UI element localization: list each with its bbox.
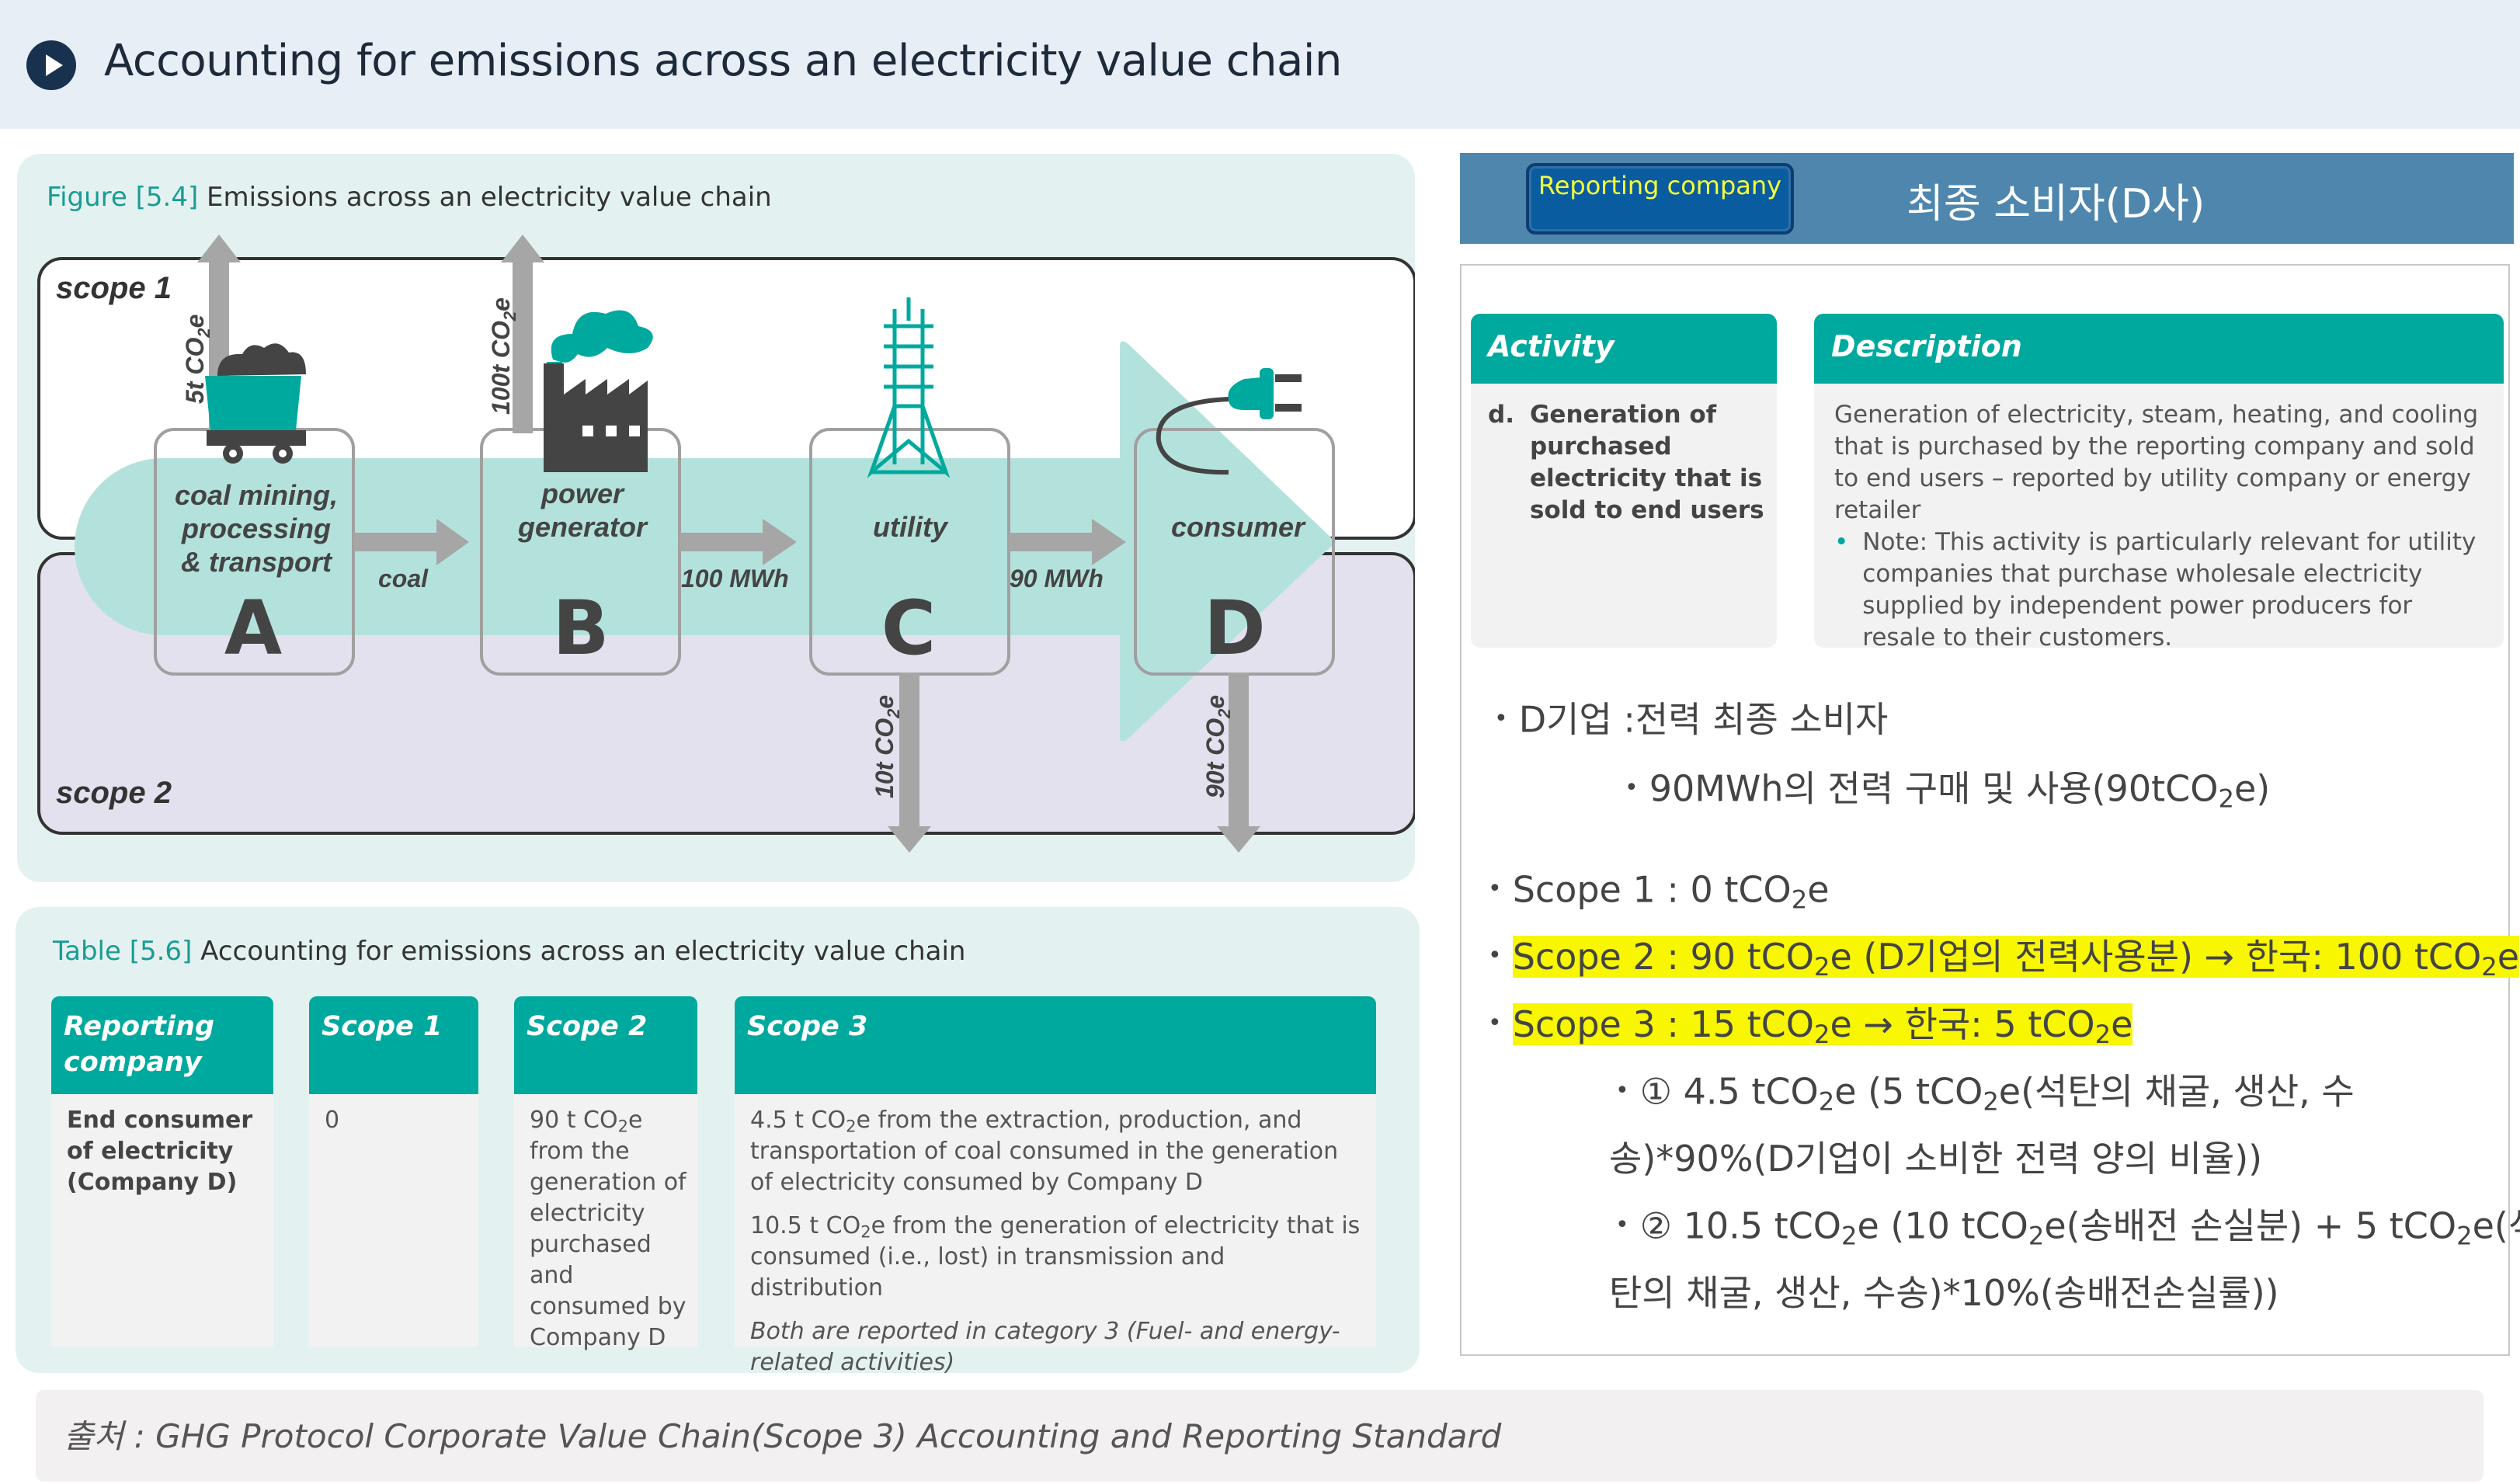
emission-label-d: 90t CO2e <box>1201 695 1234 798</box>
play-circle-icon <box>26 40 76 90</box>
table-cell-scope3: 4.5 t CO2e from the extraction, producti… <box>735 1094 1376 1376</box>
table-header-reporting-company: Reporting company <box>51 996 273 1094</box>
node-b-label-2: generator <box>517 511 648 543</box>
node-a-label-1: coal mining, <box>175 479 338 511</box>
flow-label-100mwh: 100 MWh <box>681 565 789 593</box>
scope3-paragraph-2: 10.5 t CO2e from the generation of elect… <box>750 1212 1361 1302</box>
bullet-scope3: •Scope 3 : 15 tCO2e → 한국: 5 tCO2e <box>1488 1003 2133 1049</box>
table-cell-scope2: 90 t CO2e from the generation of electri… <box>514 1094 697 1351</box>
bullet-icon: • <box>1834 528 1849 556</box>
flow-arrow-c-d <box>1009 519 1126 565</box>
bullet-scope3-item1: •① 4.5 tCO2e (5 tCO2e(석탄의 채굴, 생산, 수 <box>1615 1070 2355 1117</box>
bullet-d-usage: •90MWh의 전력 구매 및 사용(90tCO2e) <box>1625 767 2271 814</box>
emission-label-c: 10t CO2e <box>871 695 903 798</box>
transmission-tower-icon <box>867 297 951 478</box>
activity-item-text: Generation of purchased electricity that… <box>1529 401 1764 524</box>
reporting-company-value: End consumer of electricity (Company D) <box>67 1107 253 1196</box>
activity-item-label: d. <box>1488 401 1514 429</box>
bullet-scope3-item2: •② 10.5 tCO2e (10 tCO2e(송배전 손실분) + 5 tCO… <box>1615 1204 2520 1251</box>
table-header-scope1: Scope 1 <box>309 996 478 1094</box>
scope1-label: scope 1 <box>56 271 172 305</box>
activity-cell: d. Generation of purchased electricity t… <box>1471 384 1777 648</box>
node-a-letter: A <box>224 585 282 672</box>
bullet-scope1: •Scope 1 : 0 tCO2e <box>1488 868 1830 915</box>
page-title: Accounting for emissions across an elect… <box>104 36 1342 86</box>
table-caption-text: Accounting for emissions across an elect… <box>200 936 966 967</box>
node-d-letter: D <box>1204 585 1266 672</box>
description-text: Generation of electricity, steam, heatin… <box>1834 401 2479 524</box>
activity-header: Activity <box>1471 314 1777 384</box>
emission-label-a: 5t CO2e <box>181 315 214 404</box>
flow-label-90mwh: 90 MWh <box>1010 565 1104 593</box>
scope3-note: Both are reported in category 3 (Fuel- a… <box>750 1318 1340 1376</box>
factory-icon <box>544 310 653 472</box>
value-chain-diagram: scope 1 scope 2 <box>37 235 1415 853</box>
table-cell-scope1: 0 <box>309 1094 478 1347</box>
table-caption: Table [5.6] Accounting for emissions acr… <box>53 936 965 967</box>
emission-arrow-d-down <box>1217 672 1260 853</box>
bullet-d-company: •D기업 :전력 최종 소비자 <box>1494 698 1889 741</box>
node-d-label: consumer <box>1171 511 1306 543</box>
node-b-label-1: power <box>540 478 625 509</box>
bullet-scope2: •Scope 2 : 90 tCO2e (D기업의 전력사용분) → 한국: 1… <box>1488 935 2520 982</box>
figure-caption: Figure [5.4] Emissions across an electri… <box>47 182 772 213</box>
node-a-label-3: & transport <box>181 546 333 578</box>
scope2-label: scope 2 <box>56 776 172 810</box>
figure-caption-text: Emissions across an electricity value ch… <box>207 182 772 213</box>
flow-arrow-a-b <box>353 519 469 565</box>
node-b-letter: B <box>552 585 609 672</box>
coal-cart-icon <box>205 343 306 464</box>
source-text: 출처 : GHG Protocol Corporate Value Chain(… <box>64 1417 1502 1455</box>
scope3-paragraph-1: 4.5 t CO2e from the extraction, producti… <box>750 1107 1339 1196</box>
description-header: Description <box>1814 314 2504 384</box>
plug-icon <box>1156 368 1302 475</box>
table-cell-reporting-company: End consumer of electricity (Company D) <box>51 1094 273 1347</box>
reporting-company-title: 최종 소비자(D사) <box>1907 181 2205 228</box>
figure-tag: Figure [5.4] <box>47 182 199 213</box>
flow-arrow-b-c <box>680 519 797 565</box>
source-bar <box>36 1390 2484 1482</box>
table-header-scope3: Scope 3 <box>735 996 1376 1094</box>
bullet-scope3-item1-line2: 송)*90%(D기업이 소비한 전력 양의 비율)) <box>1609 1138 2263 1180</box>
emission-arrow-c-down <box>888 672 931 853</box>
table-tag: Table [5.6] <box>53 936 193 967</box>
flow-label-coal: coal <box>378 565 429 593</box>
table-header-scope2: Scope 2 <box>514 996 697 1094</box>
reporting-company-badge: Reporting company <box>1526 163 1794 235</box>
node-c-label: utility <box>873 511 949 543</box>
node-a-label-2: processing <box>181 513 331 544</box>
scope1-value: 0 <box>325 1107 340 1134</box>
node-c-letter: C <box>881 585 936 672</box>
page-header <box>0 0 2520 129</box>
emission-arrow-b-up <box>501 235 544 433</box>
bullet-scope3-item2-line2: 탄의 채굴, 생산, 수송)*10%(송배전손실률)) <box>1609 1272 2279 1314</box>
emission-label-b: 100t CO2e <box>487 297 520 415</box>
description-note: • Note: This activity is particularly re… <box>1834 527 2490 654</box>
description-cell: Generation of electricity, steam, heatin… <box>1814 384 2504 652</box>
